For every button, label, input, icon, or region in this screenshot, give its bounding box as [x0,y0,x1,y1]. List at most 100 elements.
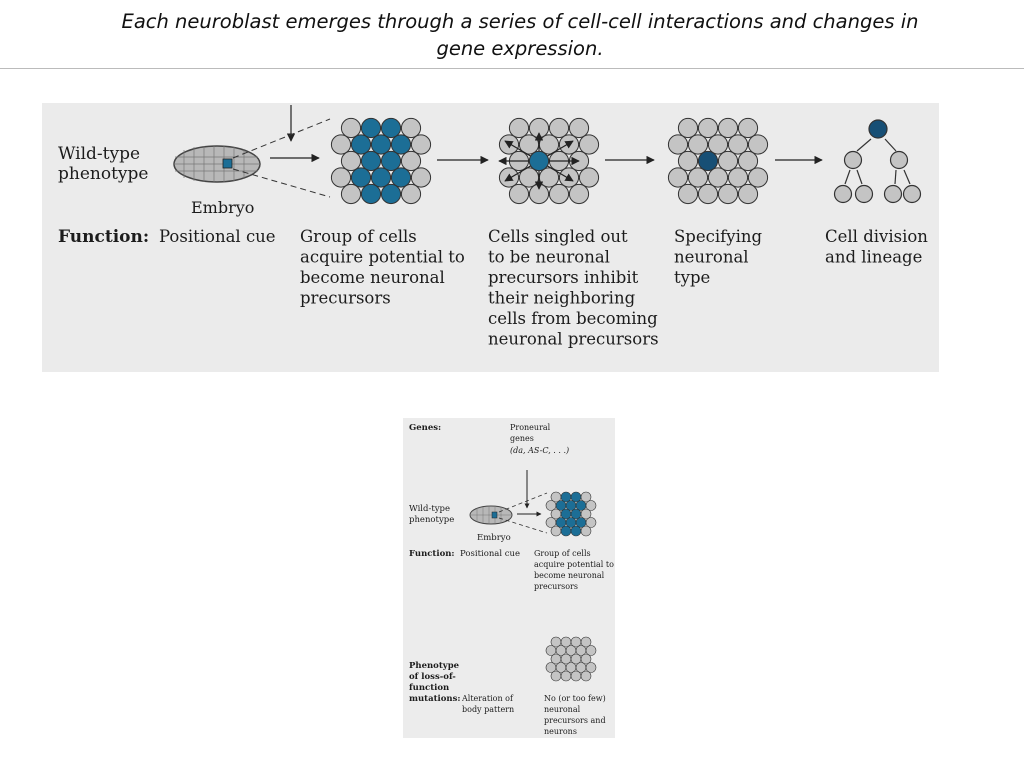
cell [580,653,592,665]
cell [580,491,592,503]
cell [717,117,739,139]
function-text-line: Cells singled out [488,227,628,246]
bottom-zoom-bottom [498,517,548,534]
cell [580,670,592,682]
cell [717,150,739,172]
cell [350,167,372,188]
cell [677,183,699,205]
cell [340,183,362,205]
text-line: of loss-of- [409,672,456,682]
bottom-embryo-label: Embryo [477,533,511,543]
text-line: acquire potential to [534,560,614,569]
cell [410,167,432,188]
text-line: body pattern [462,705,514,714]
cell [380,117,402,139]
cell [707,134,729,155]
bottom-function-label: Function: [409,549,455,559]
cell [580,508,592,520]
zoom-line-bottom [232,168,331,198]
cell [727,134,749,155]
function-text-line: type [674,268,710,287]
cell [370,134,392,155]
cell [585,500,597,511]
function-text-line: acquire potential to [300,248,465,267]
wild-type-figure: Wild-type phenotype Embryo [42,103,939,372]
cell [697,117,719,139]
specified-neuron-cluster [667,117,769,205]
bottom-positional-cue: Positional cue [460,549,520,559]
function-text-line: Specifying [674,227,762,246]
proneural-line1: Proneural [510,423,551,432]
bottom-embryo-icon [469,505,513,525]
function-text-line: become neuronal [300,268,445,287]
loss-of-function-figure: Genes: Proneural genes (da, AS-C, . . .)… [403,418,615,738]
function-text-line: cells from becoming [488,309,658,328]
cell [548,183,570,205]
text-line: precursors [534,582,578,591]
cell [677,117,699,139]
lateral-inhibition-cluster [498,117,600,205]
bottom-wild-type-line2: phenotype [409,515,454,525]
cell [558,167,580,188]
cell [687,134,709,155]
cell [570,670,582,682]
zoom-line-top [232,118,331,159]
bottom-proneural-cluster [545,491,597,537]
cell [667,134,689,155]
cell [737,117,759,139]
cell [560,525,572,537]
title-divider [0,68,1024,69]
text-line: become neuronal [534,571,605,580]
cell [360,150,382,172]
alteration-text: Alteration of body pattern [461,694,514,714]
cell [390,167,412,188]
function-text-line: Cell division [825,227,928,246]
cell [508,117,530,139]
cell [707,167,729,188]
cell [737,150,759,172]
cell [580,636,592,648]
cell [570,525,582,537]
function-text-line: neuronal precursors [488,330,659,349]
cell [667,167,689,188]
cell [498,134,520,155]
cell [677,150,699,172]
cell [737,183,759,205]
text-line: neurons [544,727,577,736]
cell [400,150,422,172]
proneural-cell-cluster [330,117,432,205]
slide-title-line1: Each neuroblast emerges through a series… [121,10,919,33]
cell [350,134,372,155]
cell [330,134,352,155]
text-line: Group of cells [534,549,591,558]
cell [747,167,769,188]
text-line: No (or too few) [544,694,606,703]
cell-lineage-tree [833,119,922,204]
cell [400,183,422,205]
function-text-line: precursors [300,289,391,308]
function-text-line: their neighboring [488,289,636,308]
cell [340,117,362,139]
cell [390,134,412,155]
text-line: Alteration of [461,694,514,703]
text-line: mutations: [409,694,461,704]
cell [578,167,600,188]
function-text-line: to be neuronal [488,248,610,267]
text-line: Phenotype [409,661,460,671]
cell [508,183,530,205]
cell [580,525,592,537]
function-text-line: Positional cue [159,227,276,246]
mutant-cell-cluster [545,636,597,682]
cell [747,134,769,155]
cell [568,117,590,139]
slide-title: Each neuroblast emerges through a series… [40,8,1000,62]
cell [585,645,597,656]
cell [400,117,422,139]
cell [370,167,392,188]
cell [717,183,739,205]
text-line: precursors and [544,716,606,725]
function-text-line: Group of cells [300,227,417,246]
cell [585,517,597,528]
cell [578,134,600,155]
